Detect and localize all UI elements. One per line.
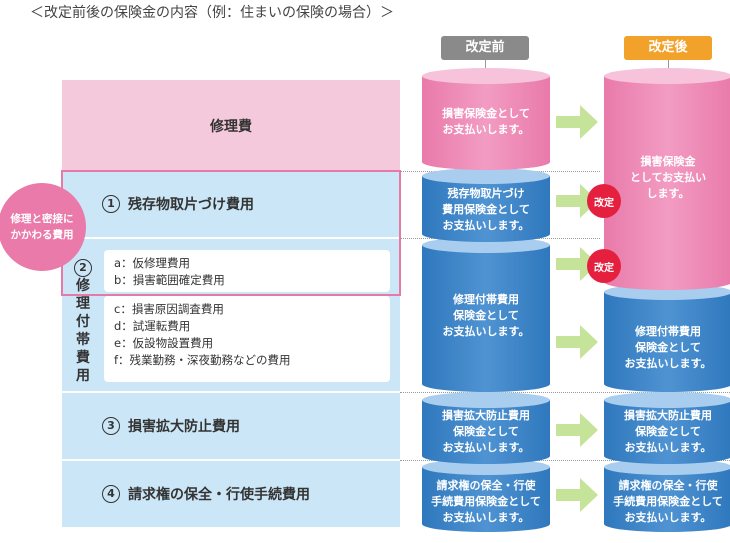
text-line: 残存物取片づけ (447, 187, 525, 200)
vertical-char: 帯 (76, 332, 90, 348)
before-prevention-cylinder (422, 392, 550, 464)
text-line: お支払いします。 (624, 357, 712, 370)
text-line: 保険金として (635, 341, 701, 354)
incidental-item: a：仮修理費用 (114, 256, 191, 270)
repair-cost-label: 修理費 (210, 118, 252, 135)
before-repair-text: 損害保険金としてお支払いします。 (422, 92, 550, 152)
number-1-badge: 1 (102, 195, 120, 213)
incidental-vertical-label: 2 修 理 付 帯 費 用 (70, 258, 96, 385)
text-line: 損害拡大防止費用 (442, 409, 530, 422)
vertical-char: 理 (76, 296, 90, 312)
debris-removal-row: 1 残存物取片づけ費用 (62, 171, 400, 237)
repair-cost-row: 修理費 (62, 80, 400, 171)
after-header-tick (668, 60, 669, 68)
incidental-item: f：残業勤務・深夜勤務などの費用 (114, 353, 291, 367)
after-prevention-cylinder (604, 392, 730, 464)
arrow-right-icon (556, 184, 598, 218)
incidental-items-a-box: a：仮修理費用 b：損害範囲確定費用 (104, 250, 390, 292)
arrow-right-icon (556, 325, 598, 359)
before-header-tick (485, 60, 486, 68)
text-line: 費用保険金として (442, 203, 530, 216)
text-line: お支払いします。 (624, 441, 712, 454)
after-prevention-text: 損害拡大防止費用保険金としてお支払いします。 (604, 406, 730, 458)
claim-procedure-label: 請求権の保全・行使手続費用 (128, 487, 310, 503)
text-line: 保険金として (635, 425, 701, 438)
text-line: 請求権の保全・行使 (436, 479, 536, 492)
repair-related-bubble: 修理と密接に かかわる費用 (0, 183, 86, 271)
incidental-item: d：試運転費用 (114, 319, 191, 333)
arrow-right-icon (556, 105, 598, 139)
before-claim-cylinder (422, 459, 550, 532)
dotted-divider (400, 460, 730, 461)
vertical-char: 費 (76, 350, 90, 366)
arrow-right-icon (556, 413, 598, 447)
after-damage-cylinder (604, 68, 730, 290)
claim-procedure-row: 4 請求権の保全・行使手続費用 (62, 461, 400, 527)
damage-prevention-row: 3 損害拡大防止費用 (62, 393, 400, 459)
text-line: お支払いします。 (442, 441, 530, 454)
revised-badge: 改定 (587, 249, 621, 283)
text-line: としてお支払い (629, 171, 707, 184)
text-line: お支払いします。 (442, 325, 530, 338)
before-revision-header: 改定前 (441, 36, 529, 60)
incidental-item: e：仮設物設置費用 (114, 336, 214, 350)
vertical-char: 付 (76, 314, 90, 330)
text-line: 保険金として (453, 309, 519, 322)
number-2-badge: 2 (74, 259, 92, 277)
text-line: 手続費用保険金として (431, 495, 541, 508)
text-line: 修理付帯費用 (635, 325, 701, 338)
vertical-char: 修 (76, 278, 90, 294)
after-revision-header: 改定後 (624, 36, 712, 60)
before-repair-cylinder (422, 68, 550, 170)
damage-prevention-label: 損害拡大防止費用 (128, 419, 240, 435)
bubble-line: 修理と密接に (10, 213, 74, 225)
text-line: お支払いします。 (442, 219, 530, 232)
page-title: ＜改定前後の保険金の内容（例：住まいの保険の場合）＞ (30, 5, 394, 21)
after-incidental-text: 修理付帯費用保険金としてお支払いします。 (604, 318, 730, 378)
after-claim-text: 請求権の保全・行使手続費用保険金としてお支払いします。 (604, 476, 730, 528)
text-line: お支払いします。 (624, 511, 712, 524)
text-line: お支払いします。 (442, 123, 530, 136)
dotted-divider (400, 392, 730, 393)
before-debris-cylinder (422, 168, 550, 242)
bubble-line: かかわる費用 (10, 229, 74, 241)
text-line: 損害保険金として (442, 107, 530, 120)
incidental-item: c：損害原因調査費用 (114, 302, 224, 316)
text-line: します。 (646, 187, 690, 200)
before-incidental-text: 修理付帯費用保険金としてお支払いします。 (422, 286, 550, 346)
text-line: お支払いします。 (442, 511, 530, 524)
text-line: 損害拡大防止費用 (624, 409, 712, 422)
text-line: 修理付帯費用 (453, 293, 519, 306)
incidental-items-b-box: c：損害原因調査費用 d：試運転費用 e：仮設物設置費用 f：残業勤務・深夜勤務… (104, 296, 390, 382)
vertical-char: 用 (76, 368, 90, 384)
text-line: 保険金として (453, 425, 519, 438)
after-damage-text: 損害保険金としてお支払いします。 (604, 146, 730, 210)
revised-badge: 改定 (587, 184, 621, 218)
text-line: 損害保険金 (640, 155, 696, 168)
debris-removal-label: 残存物取片づけ費用 (128, 197, 254, 213)
text-line: 手続費用保険金として (613, 495, 723, 508)
number-3-badge: 3 (102, 417, 120, 435)
before-claim-text: 請求権の保全・行使手続費用保険金としてお支払いします。 (422, 476, 550, 528)
incidental-item: b：損害範囲確定費用 (114, 273, 225, 287)
arrow-right-icon (556, 478, 598, 512)
text-line: 請求権の保全・行使 (618, 479, 718, 492)
before-incidental-cylinder (422, 237, 550, 392)
before-debris-text: 残存物取片づけ費用保険金としてお支払いします。 (422, 184, 550, 236)
number-4-badge: 4 (102, 485, 120, 503)
before-prevention-text: 損害拡大防止費用保険金としてお支払いします。 (422, 406, 550, 458)
